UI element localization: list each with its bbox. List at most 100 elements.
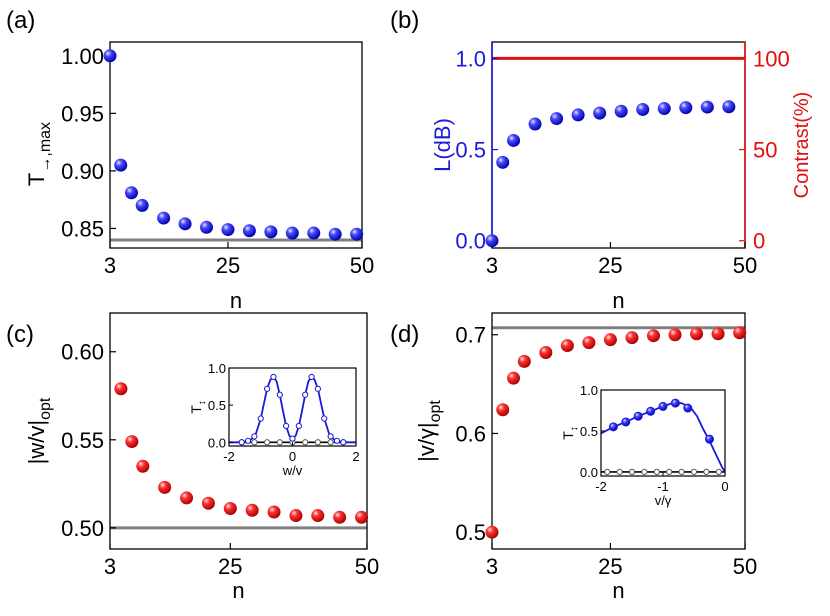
plot-frame — [491, 41, 746, 249]
data-point — [550, 112, 564, 126]
inset-baseline-marker — [715, 468, 722, 476]
y-tick-label: 0.85 — [61, 216, 104, 241]
data-point — [355, 510, 369, 524]
inset-x-axis-label: w/v — [282, 463, 303, 478]
inset-marker — [238, 439, 245, 446]
inset-baseline-marker — [276, 439, 283, 446]
x-axis-label: n — [612, 288, 624, 313]
right-y-axis-label: Contrast(%) — [791, 92, 813, 199]
inset-marker — [340, 439, 347, 446]
inset-y-axis-label-main: T — [188, 405, 204, 414]
inset-y-tick-label: 0.5 — [580, 424, 598, 439]
panel-label: (c) — [6, 321, 34, 348]
x-tick-label: 50 — [733, 554, 757, 579]
data-point — [496, 403, 510, 417]
inset-marker — [289, 435, 296, 442]
data-point — [158, 480, 172, 494]
inset-baseline-marker — [666, 468, 673, 476]
y-tick-label: 0.0 — [455, 229, 486, 254]
inset-marker — [314, 385, 321, 392]
inset-marker — [257, 415, 264, 422]
x-axis-label: n — [230, 288, 242, 313]
data-point — [690, 327, 704, 341]
y-tick-label: 1.00 — [61, 44, 104, 69]
data-point — [180, 491, 194, 505]
data-point — [539, 345, 553, 359]
inset-baseline-marker — [703, 468, 710, 476]
inset-y-axis-label: T↕ — [188, 400, 208, 414]
data-point — [135, 198, 149, 212]
data-point — [646, 329, 660, 343]
inset-y-tick-label: 0.0 — [208, 435, 226, 450]
y-tick-label: 0.90 — [61, 159, 104, 184]
data-point — [711, 327, 725, 341]
data-point — [328, 227, 342, 241]
inset-y-axis-label-sub: ↕ — [197, 400, 208, 405]
inset-marker — [705, 434, 714, 444]
data-point — [311, 509, 325, 523]
data-point — [114, 158, 128, 172]
data-point — [679, 101, 693, 115]
y-axis-label-main: T — [24, 173, 49, 186]
inset-baseline-marker — [604, 468, 611, 476]
y-tick-label: 0.5 — [455, 138, 486, 163]
right-y-tick-label: 0 — [753, 229, 765, 254]
panel-label: (b) — [390, 7, 419, 34]
y-axis-label-main: |v/γ| — [414, 422, 439, 462]
y-axis-label: |v/γ|opt — [414, 400, 444, 462]
data-point — [485, 234, 499, 248]
data-point — [242, 224, 256, 238]
inset-y-axis-label-main: T — [560, 431, 576, 440]
data-point — [201, 496, 215, 510]
data-point — [178, 217, 192, 231]
x-tick-label: 3 — [486, 253, 498, 278]
data-point — [136, 459, 150, 473]
inset-marker — [295, 422, 302, 430]
panel-label: (a) — [6, 7, 35, 34]
inset-marker — [321, 415, 328, 422]
inset-marker — [276, 391, 283, 398]
inset-marker — [646, 406, 656, 416]
data-point — [560, 339, 574, 353]
data-point — [603, 333, 617, 347]
inset-baseline-marker — [690, 468, 698, 476]
y-axis-label: |w/v|opt — [24, 397, 54, 464]
x-tick-label: 3 — [104, 554, 116, 579]
data-point — [157, 211, 171, 225]
data-point — [267, 505, 281, 519]
x-tick-label: 3 — [104, 253, 116, 278]
inset-baseline-marker — [653, 468, 660, 476]
data-point — [668, 328, 682, 342]
y-axis-label-sub: →,max — [37, 122, 54, 173]
y-axis-label: L(dB) — [430, 118, 455, 172]
inset-y-tick-label: 0.0 — [580, 465, 598, 480]
inset-baseline-marker — [314, 439, 321, 446]
data-point — [496, 155, 510, 169]
inset-marker — [264, 385, 271, 392]
y-axis-label-sub: opt — [427, 400, 444, 423]
y-tick-label: 0.6 — [455, 421, 486, 446]
data-point — [264, 225, 278, 239]
right-y-tick-label: 50 — [753, 138, 777, 163]
data-point — [125, 435, 139, 449]
data-point — [582, 336, 596, 350]
data-point — [636, 102, 650, 116]
data-point — [103, 49, 117, 63]
y-axis-label: T→,max — [24, 122, 54, 186]
inset-marker — [633, 411, 643, 421]
inset-marker — [621, 417, 631, 427]
inset-x-tick-label: 2 — [352, 449, 359, 464]
inset-marker — [302, 391, 309, 398]
data-point — [625, 331, 639, 345]
x-axis-label: n — [612, 578, 624, 603]
inset-y-tick-label: 0.5 — [208, 398, 226, 413]
data-point — [485, 525, 499, 539]
plot-frame — [109, 312, 368, 550]
inset-x-tick-label: -2 — [595, 479, 607, 494]
inset-x-axis-label: v/γ — [655, 493, 672, 508]
y-tick-label: 0.55 — [61, 428, 104, 453]
